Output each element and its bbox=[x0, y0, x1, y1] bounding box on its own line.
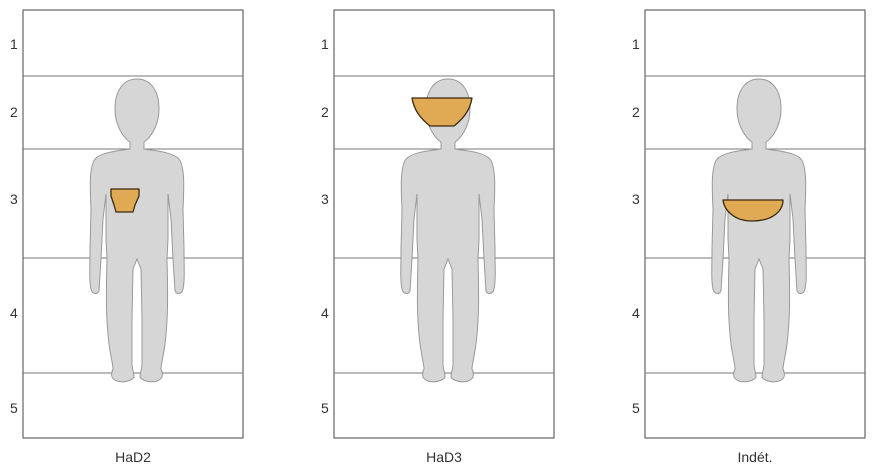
vessel-small-pot bbox=[110, 188, 140, 213]
zone-label-4: 4 bbox=[10, 305, 18, 321]
zone-label-3: 3 bbox=[10, 191, 18, 207]
zone-label-4: 4 bbox=[632, 305, 640, 321]
zone-label-3: 3 bbox=[321, 191, 329, 207]
panel-caption: HaD3 bbox=[426, 449, 462, 465]
zone-label-5: 5 bbox=[10, 400, 18, 416]
zone-label-2: 2 bbox=[10, 104, 18, 120]
zone-label-1: 1 bbox=[321, 36, 329, 52]
vessel-inverted-bowl bbox=[411, 97, 473, 127]
zone-label-4: 4 bbox=[321, 305, 329, 321]
zone-label-1: 1 bbox=[10, 36, 18, 52]
panel-caption: Indét. bbox=[737, 449, 772, 465]
zone-label-3: 3 bbox=[632, 191, 640, 207]
zone-label-1: 1 bbox=[632, 36, 640, 52]
panel-caption: HaD2 bbox=[115, 449, 151, 465]
zone-label-2: 2 bbox=[321, 104, 329, 120]
zone-label-5: 5 bbox=[321, 400, 329, 416]
zone-label-2: 2 bbox=[632, 104, 640, 120]
zone-label-5: 5 bbox=[632, 400, 640, 416]
vessel-bowl bbox=[722, 199, 784, 222]
